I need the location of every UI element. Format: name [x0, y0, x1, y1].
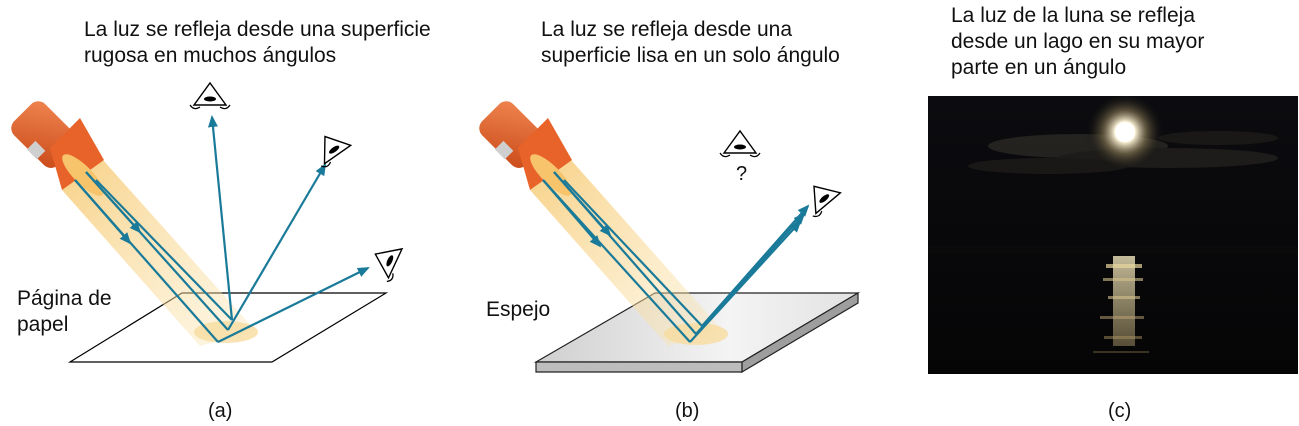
panel-c-caption: (c): [1108, 400, 1132, 422]
reflected-rays: [689, 204, 810, 343]
eye-icon: [189, 81, 231, 110]
moon-lake-photo: [928, 96, 1298, 374]
question-mark: ?: [736, 163, 747, 185]
panel-b-title: La luz se refleja desde una superficie l…: [541, 18, 840, 67]
panel-a-surface-label: Página de papel: [17, 287, 112, 336]
flashlight: [11, 101, 104, 196]
reflection-diagrams: ?: [11, 81, 861, 374]
incoming-rays: [74, 171, 233, 343]
moon: [1115, 122, 1135, 142]
flashlight: [479, 101, 572, 196]
eye-icon: [812, 185, 842, 218]
panel-b-surface-label: Espejo: [486, 298, 551, 321]
light-spot: [194, 321, 258, 343]
panel-b-caption: (b): [675, 400, 700, 422]
eye-icon: [374, 247, 404, 283]
moon-reflection: [1093, 256, 1149, 353]
panel-a-diagram: [11, 81, 404, 363]
eye-icon: [320, 135, 353, 168]
incoming-rays: [542, 171, 703, 343]
panel-c-title: La luz de la luna se refleja desde un la…: [951, 4, 1205, 79]
scattered-rays: [208, 115, 370, 343]
panel-b-diagram: ?: [479, 101, 861, 374]
panel-a-caption: (a): [208, 400, 233, 422]
eye-icon: [719, 129, 761, 158]
panel-a-title: La luz se refleja desde una superficie r…: [84, 18, 431, 67]
